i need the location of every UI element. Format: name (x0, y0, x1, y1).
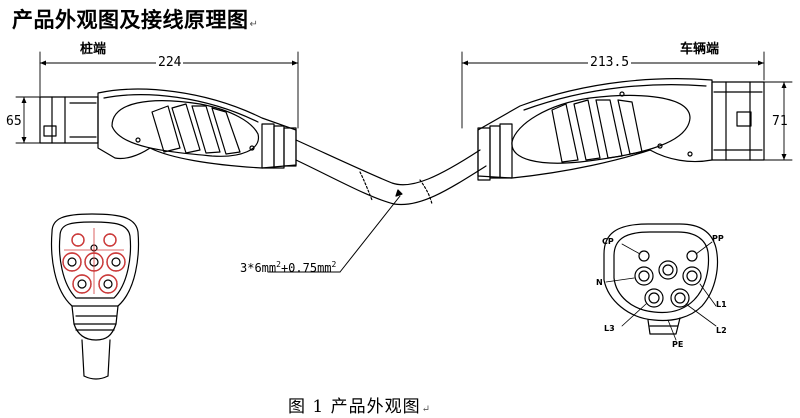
pile-connector-front-view (50, 213, 140, 380)
pile-connector-side-view (39, 88, 297, 169)
vehicle-end-label: 车辆端 (680, 42, 720, 57)
pile-pin-highlights (62, 228, 126, 294)
vehicle-length-dimension: 213.5 (588, 55, 632, 70)
pin-label-n: N (596, 278, 603, 287)
vehicle-height-dimension: 71 (772, 114, 788, 129)
pin-label-l2: L2 (716, 326, 727, 335)
pile-end-label: 桩端 (80, 42, 107, 57)
pin-label-pp: PP (712, 234, 724, 243)
return-mark-icon: ↵ (421, 404, 432, 415)
dimension-arrows (21, 60, 787, 160)
vehicle-connector-front-view (603, 223, 719, 341)
pin-label-pe: PE (672, 340, 684, 349)
vehicle-connector-pins (634, 250, 702, 308)
pile-length-dimension: 224 (156, 55, 184, 70)
return-mark-icon: ↵ (249, 19, 259, 30)
figure-caption: 图 1 产品外观图↵ (288, 397, 432, 417)
pin-label-cp: CP (602, 237, 614, 246)
pile-height-dimension: 65 (6, 114, 22, 129)
vehicle-connector-side-view (477, 78, 765, 181)
charging-cable (267, 139, 487, 273)
dimension-lines (15, 51, 793, 161)
pin-label-l3: L3 (604, 324, 615, 333)
cable-spec: 3*6mm2+0.75mm2 (240, 260, 337, 275)
pin-label-l1: L1 (716, 300, 727, 309)
diagram-title: 产品外观图及接线原理图↵ (12, 8, 259, 32)
